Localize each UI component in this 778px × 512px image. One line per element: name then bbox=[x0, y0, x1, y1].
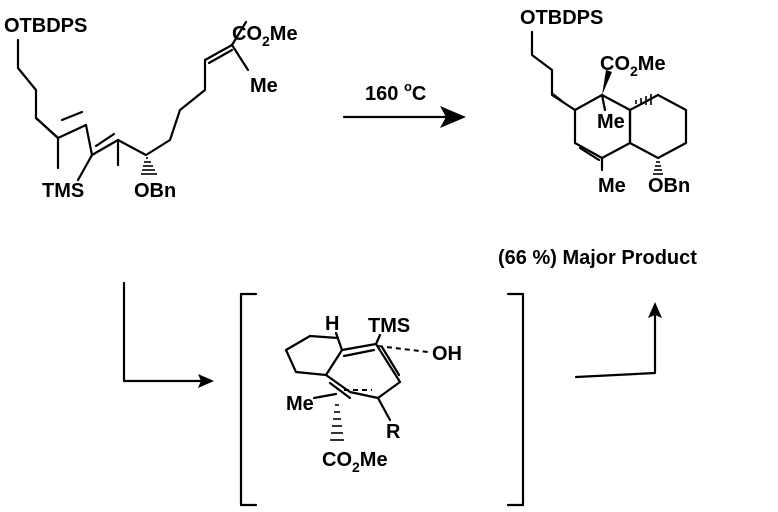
reactant-obn-hash bbox=[141, 157, 157, 175]
ts-diene-double bbox=[380, 345, 401, 377]
ts-tms-label: TMS bbox=[368, 315, 410, 337]
reactant-methyl-label: Me bbox=[250, 75, 278, 97]
ts-h-bond bbox=[334, 331, 344, 352]
product-angular-me-label: Me bbox=[597, 111, 625, 133]
ts-diene bbox=[340, 342, 402, 400]
product-angular-me-bond bbox=[600, 93, 607, 112]
ts-co2me-hash bbox=[330, 404, 344, 441]
product-structure: OTBDPS CO2Me Me Me OBn bbox=[520, 7, 690, 197]
reactant-otbdps-label: OTBDPS bbox=[4, 15, 87, 37]
product-ring-double-bond bbox=[578, 146, 601, 162]
ts-co2me-label: CO2Me bbox=[322, 449, 388, 475]
ts-lower-alkene bbox=[324, 373, 380, 400]
ts-double-bond-top bbox=[342, 348, 376, 358]
product-chain-wedge bbox=[552, 92, 575, 110]
reactant-double-bond-3 bbox=[207, 48, 234, 65]
product-ester-wedge bbox=[602, 70, 612, 95]
pathway-arrow-right bbox=[574, 302, 662, 379]
ts-lower-ring bbox=[324, 348, 344, 377]
ts-oh-label: OH bbox=[432, 343, 462, 365]
ts-right-bracket bbox=[506, 292, 525, 507]
reactant-methyl-bond bbox=[230, 43, 250, 72]
product-right-ring bbox=[628, 93, 688, 160]
product-co2me-label: CO2Me bbox=[600, 53, 666, 79]
ts-r-label: R bbox=[386, 421, 401, 443]
reactant-structure: OTBDPS TMS OBn CO2Me Me bbox=[4, 15, 298, 202]
reaction-conditions: 160 oC bbox=[365, 79, 426, 105]
reactant-double-bond-2 bbox=[94, 132, 116, 148]
reactant-obn-label: OBn bbox=[134, 180, 176, 202]
product-caption: (66 %) Major Product bbox=[498, 247, 697, 269]
reactant-tms-label: TMS bbox=[42, 180, 84, 202]
product-obn-hash bbox=[653, 161, 663, 175]
reactant-ester-bond bbox=[230, 20, 248, 47]
ts-lower-double bbox=[328, 381, 352, 400]
product-chain bbox=[530, 30, 577, 112]
reactant-co2me-label: CO2Me bbox=[232, 23, 298, 49]
ts-me-bond bbox=[312, 392, 338, 400]
ts-h-label: H bbox=[325, 313, 339, 335]
reactant-double-bond-1 bbox=[60, 110, 84, 122]
ts-tms-bond bbox=[374, 333, 382, 346]
reactant-tms-bond bbox=[76, 153, 94, 182]
pathway-arrow-right-head bbox=[648, 302, 662, 318]
product-ring-fusion-hash bbox=[635, 94, 652, 105]
pathway-arrow-left-head bbox=[198, 374, 214, 388]
reactant-chain bbox=[16, 38, 60, 170]
reactant-diene bbox=[34, 116, 120, 167]
pathway-arrow-left-shaft bbox=[122, 281, 205, 383]
ts-chair-ring bbox=[284, 334, 340, 377]
pathway-arrow-left bbox=[122, 281, 214, 388]
ts-me-label: Me bbox=[286, 393, 314, 415]
arrow-head bbox=[440, 106, 466, 128]
ts-left-bracket bbox=[239, 292, 258, 507]
ts-r-bond bbox=[376, 396, 392, 422]
product-vinyl-me-label: Me bbox=[598, 175, 626, 197]
product-obn-label: OBn bbox=[648, 175, 690, 197]
pathway-arrow-right-shaft bbox=[574, 311, 657, 379]
product-otbdps-label: OTBDPS bbox=[520, 7, 603, 29]
reactant-chain-2 bbox=[116, 43, 234, 157]
transition-state-structure: H TMS OH Me R CO2Me bbox=[284, 313, 462, 475]
reaction-arrow: 160 oC bbox=[342, 79, 466, 128]
